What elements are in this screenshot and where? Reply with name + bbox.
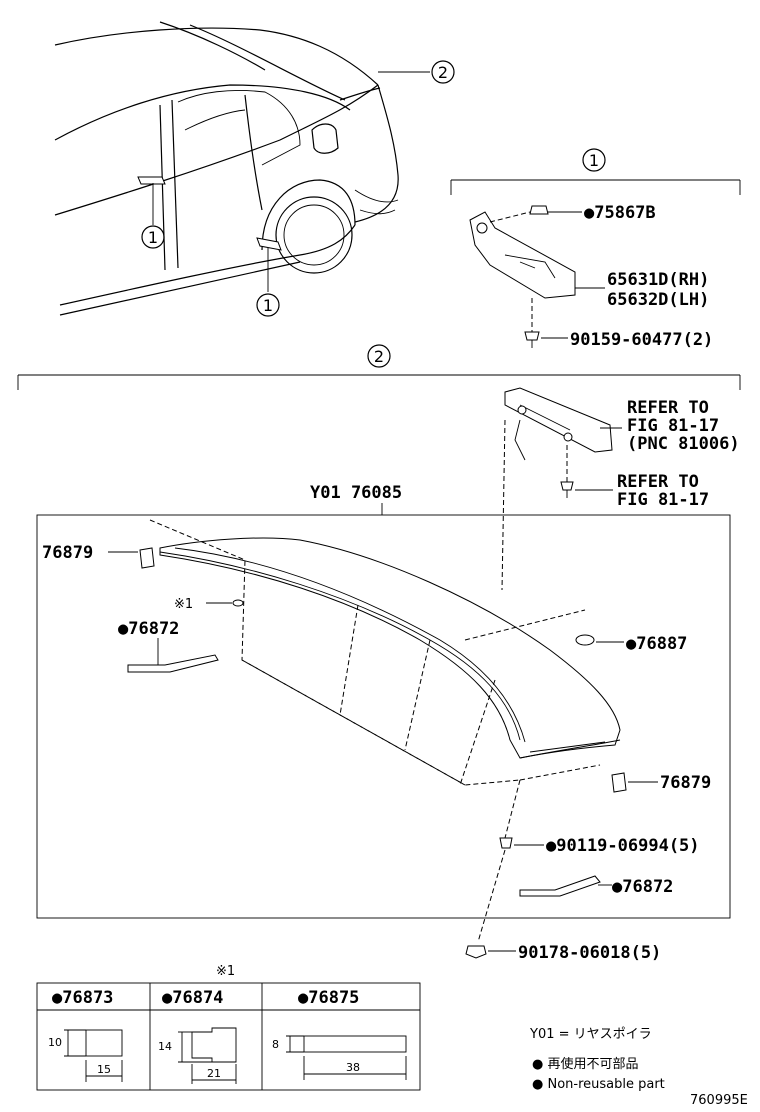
refer1-line3: (PNC 81006)	[627, 434, 740, 454]
callout-2-top: 2	[431, 60, 455, 84]
tape-76872-upper	[127, 638, 219, 673]
svg-text:1: 1	[589, 151, 599, 170]
svg-text:1: 1	[263, 296, 273, 315]
legend-non-reusable-jp: ● 再使用不可部品	[532, 1056, 638, 1072]
callout-1-door: 1	[141, 225, 165, 249]
dim-76873-w: 15	[97, 1063, 111, 1076]
label-76879-right: 76879	[660, 773, 711, 793]
shape-76875	[286, 1035, 407, 1080]
svg-text:1: 1	[148, 228, 158, 247]
legend-non-reusable-en: ● Non-reusable part	[532, 1077, 665, 1092]
label-76879-left: 76879	[42, 543, 93, 563]
legend-y01: Y01 = リヤスポイラ	[529, 1027, 652, 1042]
label-76887: ●76887	[626, 634, 687, 654]
screw-lamp	[560, 445, 613, 498]
shape-76873	[64, 1029, 123, 1082]
label-76872-upper: ●76872	[118, 619, 179, 639]
label-65631D: 65631D(RH)	[607, 270, 709, 290]
clip-75867B	[489, 205, 582, 223]
table-header-76873: ●76873	[52, 988, 113, 1008]
section-1-bracket: 1	[450, 148, 741, 195]
label-65632D: 65632D(LH)	[607, 290, 709, 310]
x1-small-part	[206, 599, 244, 607]
table-header-76875: ●76875	[298, 988, 359, 1008]
figure-id: 760995E	[690, 1093, 748, 1108]
shape-76874	[178, 1027, 237, 1084]
label-y01-76085: Y01 76085	[310, 483, 402, 503]
label-76872-lower: ●76872	[612, 877, 673, 897]
dim-76875-h: 8	[272, 1038, 279, 1051]
callout-1-wheel: 1	[256, 293, 280, 317]
label-90119: ●90119-06994(5)	[546, 836, 700, 856]
clip-76879-right	[611, 772, 658, 793]
label-x1-ref: ※1	[174, 597, 193, 612]
stop-lamp-part	[504, 387, 622, 461]
clip-76879-left	[108, 547, 155, 569]
svg-text:2: 2	[374, 347, 384, 366]
section-2-bracket: 2	[17, 344, 741, 390]
nut-90178	[465, 849, 516, 959]
svg-text:2: 2	[438, 63, 448, 82]
table-header-76874: ●76874	[162, 988, 223, 1008]
bolt-90119	[499, 779, 544, 849]
refer1-line2: FIG 81-17	[627, 416, 719, 436]
label-90159: 90159-60477(2)	[570, 330, 713, 350]
rear-spoiler-part	[149, 419, 621, 786]
dim-76873-h: 10	[48, 1036, 62, 1049]
screw-90159	[524, 298, 568, 348]
table-title: ※1	[216, 964, 235, 979]
tape-76872-lower	[519, 875, 612, 897]
refer1-line1: REFER TO	[627, 398, 709, 418]
car-illustration	[54, 21, 430, 316]
refer2-line1: REFER TO	[617, 472, 699, 492]
mudguard-part	[469, 211, 576, 299]
dim-76875-w: 38	[346, 1061, 360, 1074]
refer2-line2: FIG 81-17	[617, 490, 709, 510]
dimension-table	[36, 982, 421, 1091]
label-90178: 90178-06018(5)	[518, 943, 661, 963]
part-76887	[575, 634, 624, 646]
dim-76874-w: 21	[207, 1067, 221, 1080]
spoiler-assembly-box	[36, 514, 731, 919]
dim-76874-h: 14	[158, 1040, 172, 1053]
label-75867B: ●75867B	[584, 203, 656, 223]
